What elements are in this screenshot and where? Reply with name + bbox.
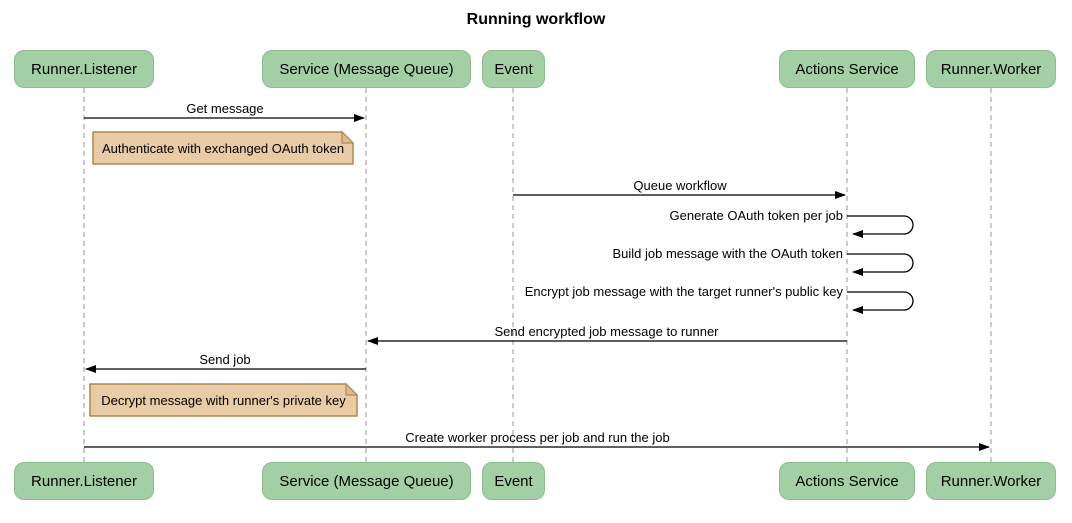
arrow-self-loop-generate-oauth (847, 215, 914, 238)
actor-label: Runner.Listener (31, 60, 137, 78)
note-decrypt-private-key: Decrypt message with runner's private ke… (101, 392, 346, 408)
message-label-build-job-message: Build job message with the OAuth token (612, 246, 843, 261)
note-fold-authenticate (341, 130, 355, 144)
actor-bottom-runner-worker: Runner.Worker (926, 462, 1056, 500)
message-label-queue-workflow: Queue workflow (633, 178, 727, 193)
actor-label: Runner.Worker (940, 472, 1042, 490)
actor-bottom-actions-service: Actions Service (779, 462, 915, 500)
actor-label: Actions Service (795, 60, 899, 78)
actor-label: Event (494, 472, 533, 490)
actor-bottom-event: Event (482, 462, 545, 500)
actor-label: Runner.Listener (31, 472, 137, 490)
actor-label: Runner.Worker (940, 60, 1042, 78)
actor-top-actions-service: Actions Service (779, 50, 915, 88)
message-label-get-message: Get message (186, 101, 264, 116)
actor-top-event: Event (482, 50, 545, 88)
message-label-send-job: Send job (199, 352, 251, 367)
actor-top-runner-listener: Runner.Listener (14, 50, 154, 88)
note-shape-decrypt (89, 383, 358, 417)
actor-bottom-runner-listener: Runner.Listener (14, 462, 154, 500)
note-fold-decrypt (345, 382, 359, 396)
message-label-encrypt-job-message: Encrypt job message with the target runn… (524, 284, 843, 299)
actor-label: Service (Message Queue) (279, 60, 454, 78)
actor-bottom-service-message-queue: Service (Message Queue) (262, 462, 471, 500)
diagram-title: Running workflow (466, 11, 606, 28)
message-label-send-encrypted-job-message: Send encrypted job message to runner (494, 324, 719, 339)
message-label-create-worker-process: Create worker process per job and run th… (405, 430, 670, 445)
arrow-self-loop-encrypt-job-message (847, 291, 914, 314)
actor-top-service-message-queue: Service (Message Queue) (262, 50, 471, 88)
actor-label: Actions Service (795, 472, 899, 490)
note-authenticate-oauth: Authenticate with exchanged OAuth token (101, 140, 345, 156)
actor-label: Event (494, 60, 533, 78)
message-label-generate-oauth-token: Generate OAuth token per job (669, 208, 843, 223)
note-shape-authenticate (92, 131, 354, 165)
arrow-self-loop-build-job-message (847, 253, 914, 276)
actor-label: Service (Message Queue) (279, 472, 454, 490)
actor-top-runner-worker: Runner.Worker (926, 50, 1056, 88)
